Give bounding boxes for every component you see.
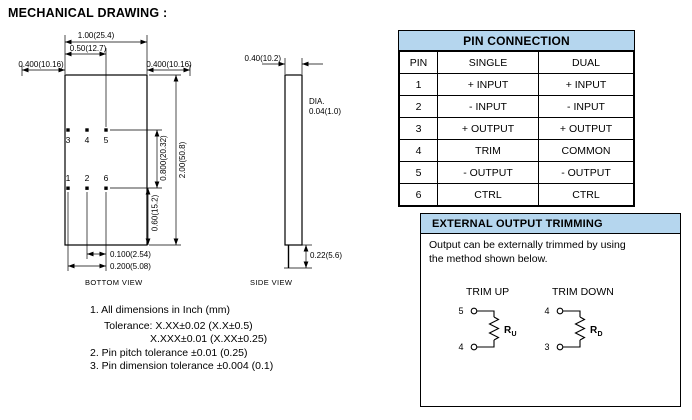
pin-pad bbox=[66, 186, 70, 190]
dual-cell: + INPUT bbox=[538, 73, 634, 96]
external-output-trimming-panel: EXTERNAL OUTPUT TRIMMING Output can be e… bbox=[420, 213, 681, 407]
pin-number-1: 1 bbox=[66, 173, 71, 183]
pin-number-3: 3 bbox=[66, 135, 71, 145]
pin-cell: 5 bbox=[399, 161, 438, 184]
dim-width-label: 1.00(25.4) bbox=[78, 31, 115, 40]
pin-cell: 2 bbox=[399, 95, 438, 118]
dual-cell: - INPUT bbox=[538, 95, 634, 118]
pin-connection-table: PIN SINGLE DUAL 1 + INPUT + INPUT 2 - IN… bbox=[399, 51, 634, 206]
dual-cell: + OUTPUT bbox=[538, 117, 634, 140]
trim-down-wires bbox=[556, 307, 586, 351]
pin-table-header-pin: PIN bbox=[399, 51, 438, 74]
table-row: 1 + INPUT + INPUT bbox=[399, 73, 634, 96]
single-cell: TRIM bbox=[437, 139, 539, 162]
pin-pad bbox=[85, 186, 89, 190]
pin-table-header-dual: DUAL bbox=[538, 51, 634, 74]
trim-up-schematic: 5 4 R U bbox=[458, 306, 517, 352]
pin-table-header-single: SINGLE bbox=[437, 51, 539, 74]
table-row: 3 + OUTPUT + OUTPUT bbox=[399, 117, 634, 140]
resistor-symbol bbox=[574, 316, 586, 341]
pin-pad bbox=[66, 128, 70, 132]
single-cell: - INPUT bbox=[437, 95, 539, 118]
pin-diameter-label-2: 0.04(1.0) bbox=[309, 107, 341, 116]
dim-pitch2-label: 0.200(5.08) bbox=[110, 262, 151, 271]
dual-cell: - OUTPUT bbox=[538, 161, 634, 184]
dual-cell: CTRL bbox=[538, 183, 634, 206]
dim-pin-row-label: 0.800(20.32) bbox=[159, 135, 168, 181]
trim-down-schematic: 4 3 R D bbox=[544, 306, 603, 352]
bottom-view-dimension-lines bbox=[21, 35, 191, 271]
trim-down-resistor-subscript: D bbox=[598, 331, 603, 338]
mechanical-drawing: 1.00(25.4) 0.50(12.7) 0.400(10.16) 0.400… bbox=[18, 31, 342, 287]
pin-cell: 4 bbox=[399, 139, 438, 162]
pin-number-6: 6 bbox=[104, 173, 109, 183]
single-cell: + INPUT bbox=[437, 73, 539, 96]
pin-number-2: 2 bbox=[85, 173, 90, 183]
trim-up-resistor-subscript: U bbox=[512, 331, 517, 338]
pin-cell: 6 bbox=[399, 183, 438, 206]
trim-down-bottom-pin: 3 bbox=[544, 342, 549, 352]
bottom-view-pin-pads bbox=[66, 128, 108, 190]
trim-down-circuit: TRIM DOWN 4 3 R D bbox=[540, 286, 635, 363]
pin-pad bbox=[104, 186, 108, 190]
dim-right-margin-label: 0.400(10.16) bbox=[146, 60, 192, 69]
table-row: 2 - INPUT - INPUT bbox=[399, 95, 634, 118]
pin-number-4: 4 bbox=[85, 135, 90, 145]
dual-cell: COMMON bbox=[538, 139, 634, 162]
pin-number-5: 5 bbox=[104, 135, 109, 145]
single-cell: + OUTPUT bbox=[437, 117, 539, 140]
pin-table-header-row: PIN SINGLE DUAL bbox=[399, 51, 634, 74]
trim-up-top-pin: 5 bbox=[458, 306, 463, 316]
side-view-dimension-lines bbox=[262, 58, 323, 269]
trimming-description: Output can be externally trimmed by usin… bbox=[421, 234, 680, 266]
note-tolerance-2: X.XXX±0.01 (X.XX±0.25) bbox=[150, 333, 268, 345]
single-cell: CTRL bbox=[437, 183, 539, 206]
side-view-outline bbox=[284, 74, 303, 268]
terminal-circle bbox=[470, 343, 478, 351]
trimming-title: EXTERNAL OUTPUT TRIMMING bbox=[421, 214, 680, 234]
pin-connection-panel: PIN CONNECTION PIN SINGLE DUAL 1 + INPUT… bbox=[398, 30, 635, 207]
trim-down-resistor-label: R bbox=[590, 325, 598, 336]
bottom-view-caption: BOTTOM VIEW bbox=[85, 278, 143, 287]
table-row: 4 TRIM COMMON bbox=[399, 139, 634, 162]
trim-up-label: TRIM UP bbox=[466, 286, 510, 298]
pin-cell: 1 bbox=[399, 73, 438, 96]
trim-up-bottom-pin: 4 bbox=[458, 342, 463, 352]
pin-diameter-label-1: DIA. bbox=[309, 97, 325, 106]
single-cell: - OUTPUT bbox=[437, 161, 539, 184]
trimming-description-line1: Output can be externally trimmed by usin… bbox=[429, 239, 626, 251]
dim-pitch1-label: 0.100(2.54) bbox=[110, 250, 151, 259]
trimming-description-line2: the method shown below. bbox=[429, 252, 548, 265]
table-row: 5 - OUTPUT - OUTPUT bbox=[399, 161, 634, 184]
dim-bottom-margin-label: 0.60(15.2) bbox=[151, 194, 160, 231]
note-dimensions: 1. All dimensions in Inch (mm) bbox=[90, 304, 231, 316]
dim-height-label: 2.00(50.8) bbox=[178, 141, 187, 178]
terminal-circle bbox=[556, 343, 564, 351]
pin-length-label: 0.22(5.6) bbox=[310, 251, 342, 260]
terminal-circle bbox=[556, 307, 564, 315]
trim-up-circuit: TRIM UP 5 4 R U bbox=[454, 286, 549, 363]
trim-up-resistor-label: R bbox=[504, 325, 512, 336]
note-pin-pitch: 2. Pin pitch tolerance ±0.01 (0.25) bbox=[90, 347, 248, 359]
terminal-circle bbox=[470, 307, 478, 315]
table-row: 6 CTRL CTRL bbox=[399, 183, 634, 206]
pin-pad bbox=[85, 128, 89, 132]
dim-half-width-label: 0.50(12.7) bbox=[70, 44, 107, 53]
pin-cell: 3 bbox=[399, 117, 438, 140]
trim-down-label: TRIM DOWN bbox=[552, 286, 614, 298]
side-view-caption: SIDE VIEW bbox=[250, 278, 293, 287]
note-tolerance-1: Tolerance: X.XX±0.02 (X.X±0.5) bbox=[104, 320, 253, 332]
page-title: MECHANICAL DRAWING : bbox=[8, 6, 168, 20]
pin-pad bbox=[104, 128, 108, 132]
trim-down-top-pin: 4 bbox=[544, 306, 549, 316]
pin-connection-title: PIN CONNECTION bbox=[399, 31, 634, 51]
dim-left-margin-label: 0.400(10.16) bbox=[18, 60, 64, 69]
side-width-label: 0.40(10.2) bbox=[245, 54, 282, 63]
trim-up-wires bbox=[470, 307, 500, 351]
resistor-symbol bbox=[488, 316, 500, 341]
note-pin-dimension: 3. Pin dimension tolerance ±0.004 (0.1) bbox=[90, 360, 274, 372]
